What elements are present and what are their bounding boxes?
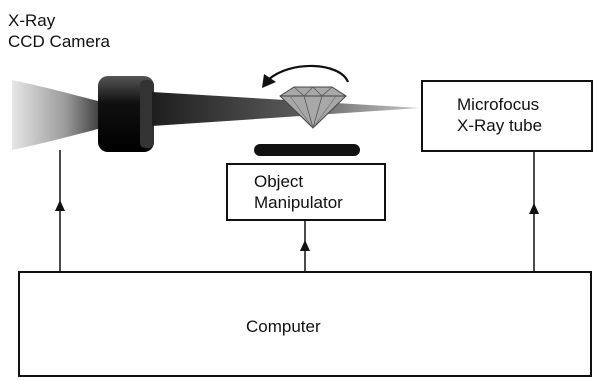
rotation-arrowhead-icon bbox=[262, 74, 276, 88]
tube-arrow-icon bbox=[529, 203, 539, 214]
camera-label-line2: CCD Camera bbox=[8, 32, 111, 51]
xray-beam bbox=[152, 92, 420, 126]
camera-arrow-icon bbox=[55, 200, 65, 211]
camera-label: X-Ray CCD Camera bbox=[8, 10, 110, 52]
xray-tube-label-line2: X-Ray tube bbox=[457, 116, 543, 135]
stage-platform bbox=[254, 144, 360, 156]
xray-tube-label-line1: Microfocus bbox=[457, 95, 540, 114]
camera-label-line1: X-Ray bbox=[8, 11, 56, 30]
manipulator-label-line1: Object bbox=[254, 172, 304, 191]
rotation-arrow bbox=[267, 64, 350, 83]
camera-cone bbox=[12, 80, 102, 150]
manipulator-label-line2: Manipulator bbox=[254, 193, 343, 212]
crystal-object-icon bbox=[279, 86, 347, 129]
computer-box: Computer bbox=[18, 271, 592, 377]
manipulator-box: Object Manipulator bbox=[226, 163, 386, 221]
xray-tube-box: Microfocus X-Ray tube bbox=[421, 80, 593, 152]
xray-tube-label: Microfocus X-Ray tube bbox=[457, 94, 542, 136]
manipulator-label: Object Manipulator bbox=[254, 171, 343, 213]
camera-ring bbox=[140, 80, 154, 148]
computer-label: Computer bbox=[246, 317, 321, 336]
manipulator-arrow-icon bbox=[300, 240, 310, 251]
